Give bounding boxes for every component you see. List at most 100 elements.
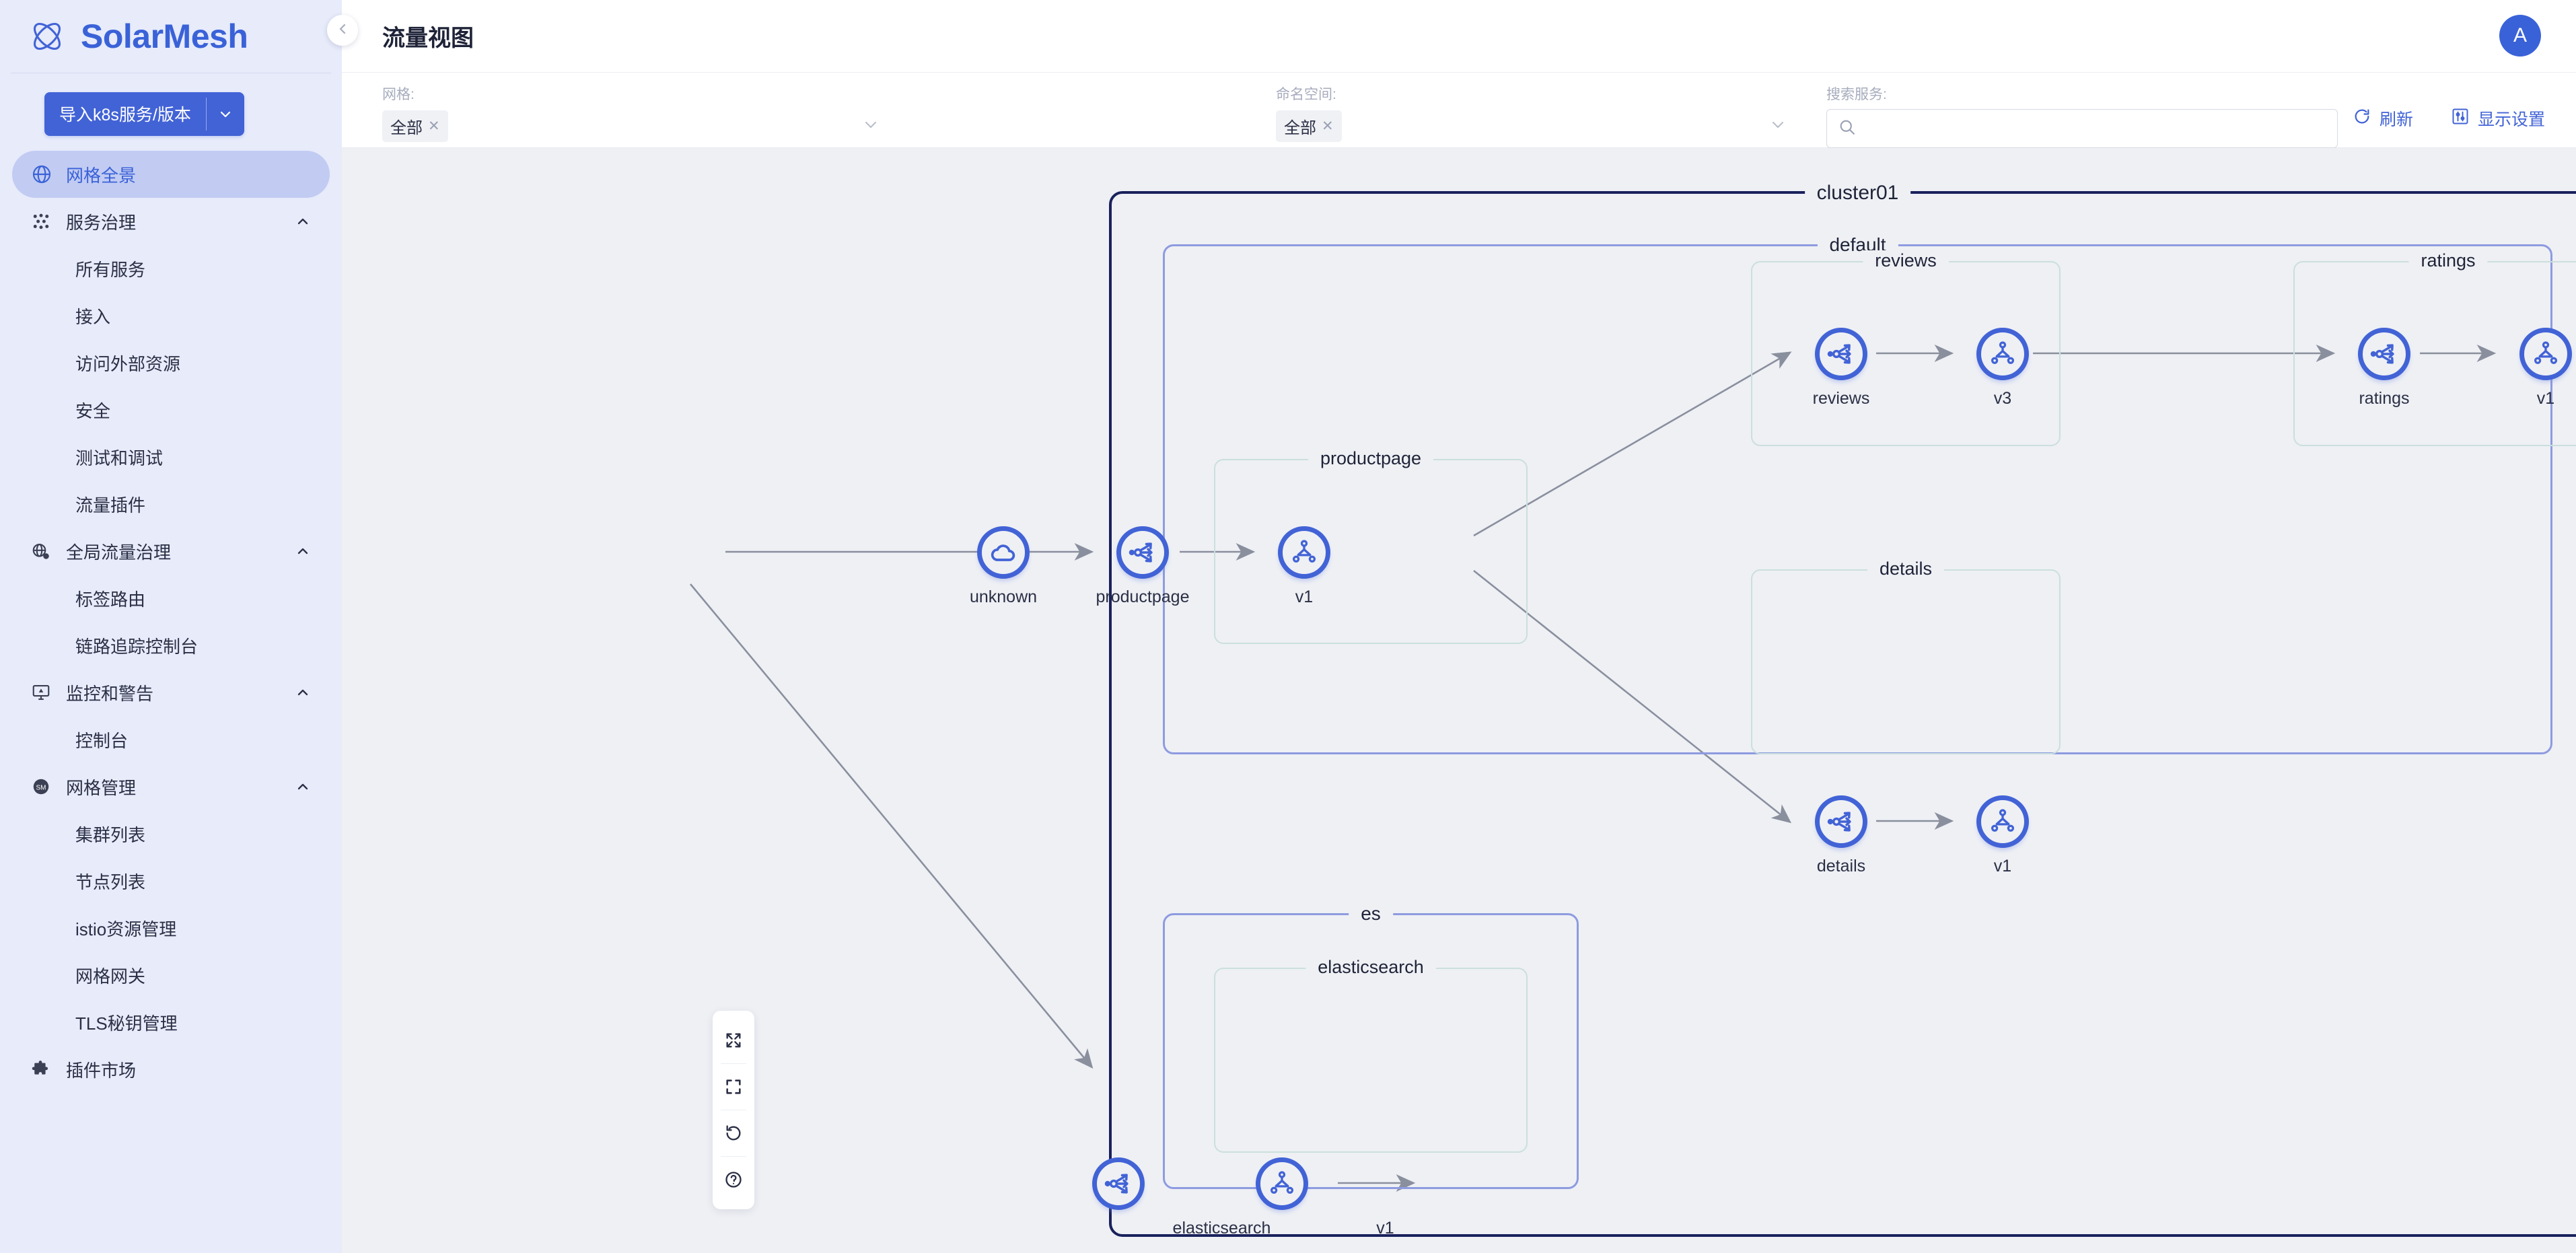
sidebar-item-external-resources[interactable]: 访问外部资源	[12, 339, 330, 386]
expand-arrows-icon[interactable]	[713, 1017, 754, 1063]
sidebar-item-all-services[interactable]: 所有服务	[12, 245, 330, 292]
service-route-icon[interactable]	[1092, 1157, 1145, 1210]
node-label: details	[1816, 857, 1866, 875]
display-settings-label: 显示设置	[2477, 110, 2545, 129]
avatar[interactable]: A	[2499, 15, 2541, 57]
sidebar-item-mesh-gateway[interactable]: 网格网关	[12, 952, 330, 999]
service-route-icon[interactable]	[1815, 795, 1867, 848]
sidebar-item-plugin-market[interactable]: 插件市场	[12, 1046, 330, 1093]
sidebar-item-test-debug[interactable]: 测试和调试	[12, 433, 330, 480]
graph-node-productpage-v1[interactable]: v1	[1254, 526, 1355, 607]
close-icon[interactable]: ✕	[1322, 118, 1334, 134]
help-icon[interactable]	[713, 1157, 754, 1203]
service-group-reviews[interactable]: reviews	[1751, 250, 2061, 446]
service-group-elasticsearch[interactable]: elasticsearch	[1214, 957, 1528, 1153]
graph-node-reviews-v3[interactable]: v3	[1952, 328, 2053, 408]
chevron-down-icon[interactable]	[1768, 115, 1787, 137]
workload-icon[interactable]	[1976, 328, 2029, 380]
sidebar-group-monitoring-alerts[interactable]: 监控和警告	[12, 669, 330, 716]
workload-icon[interactable]	[2519, 328, 2572, 380]
graph-node-elasticsearch-service[interactable]: elasticsearch	[1092, 1157, 1351, 1238]
sidebar-item-mesh-overview[interactable]: 网格全景	[12, 151, 330, 198]
graph-node-ratings-service[interactable]: ratings	[2334, 328, 2435, 408]
workload-icon[interactable]	[1976, 795, 2029, 848]
service-group-details[interactable]: details	[1751, 559, 2061, 754]
import-k8s-button[interactable]: 导入k8s服务/版本	[44, 92, 244, 136]
workload-icon[interactable]	[1278, 526, 1330, 579]
close-icon[interactable]: ✕	[428, 118, 440, 134]
toolbar-divider	[721, 1156, 746, 1157]
service-route-icon[interactable]	[1116, 526, 1169, 579]
import-button-wrap: 导入k8s服务/版本	[0, 73, 342, 151]
sidebar-item-traffic-plugins[interactable]: 流量插件	[12, 480, 330, 528]
cloud-icon[interactable]	[977, 526, 1030, 579]
chevron-up-icon[interactable]	[295, 684, 311, 701]
sidebar-item-tls-keys[interactable]: TLS秘钥管理	[12, 999, 330, 1046]
namespace-filter-select[interactable]: 全部 ✕	[1276, 108, 1787, 145]
reset-icon[interactable]	[713, 1110, 754, 1156]
namespace-filter-tag[interactable]: 全部 ✕	[1276, 110, 1342, 142]
traffic-graph-canvas[interactable]: cluster01 default es productpage reviews…	[342, 148, 2576, 1253]
sidebar-item-label: 插件市场	[66, 1060, 137, 1081]
sidebar-item-security[interactable]: 安全	[12, 386, 330, 433]
sidebar-item-console[interactable]: 控制台	[12, 716, 330, 763]
cluster-group-cluster01[interactable]: cluster01	[1109, 182, 2576, 1237]
puzzle-icon	[31, 1060, 57, 1079]
workload-icon[interactable]	[1256, 1157, 1308, 1210]
atom-logo-icon	[28, 17, 66, 55]
graph-node-ratings-v1[interactable]: v1	[2495, 328, 2576, 408]
fit-screen-icon[interactable]	[713, 1064, 754, 1110]
graph-node-details-v1[interactable]: v1	[1952, 795, 2053, 876]
sidebar-group-global-traffic[interactable]: 全局流量治理	[12, 528, 330, 575]
sidebar-item-node-list[interactable]: 节点列表	[12, 857, 330, 904]
namespace-filter-label: 命名空间:	[1276, 87, 1336, 102]
sidebar-item-cluster-list[interactable]: 集群列表	[12, 810, 330, 857]
service-group-productpage[interactable]: productpage	[1214, 448, 1528, 644]
namespace-label: es	[1349, 903, 1393, 925]
mesh-filter-label: 网格:	[382, 87, 415, 102]
import-button-separator	[205, 98, 207, 131]
service-label: productpage	[1308, 448, 1434, 469]
node-label: elasticsearch	[1172, 1219, 1271, 1238]
graph-node-unknown[interactable]: unknown	[953, 526, 1054, 607]
service-route-icon[interactable]	[1815, 328, 1867, 380]
chevron-down-icon[interactable]	[861, 115, 880, 137]
sidebar-item-istio-resources[interactable]: istio资源管理	[12, 904, 330, 952]
chevron-up-icon[interactable]	[295, 779, 311, 795]
sidebar-sub-label: 所有服务	[75, 259, 146, 280]
service-route-icon[interactable]	[2358, 328, 2410, 380]
sidebar-sub-label: 安全	[75, 400, 111, 421]
chevron-up-icon[interactable]	[295, 543, 311, 559]
sidebar-item-tracing-console[interactable]: 链路追踪控制台	[12, 622, 330, 669]
display-settings-button[interactable]: 显示设置	[2451, 106, 2545, 131]
graph-node-elasticsearch-v1[interactable]: v1	[1256, 1157, 1515, 1238]
sidebar-item-label-routing[interactable]: 标签路由	[12, 575, 330, 622]
brand[interactable]: SolarMesh	[0, 0, 342, 73]
sidebar-group-mesh-management[interactable]: SM 网格管理	[12, 763, 330, 810]
chevron-up-icon[interactable]	[295, 213, 311, 229]
refresh-label: 刷新	[2379, 110, 2413, 129]
graph-node-productpage-service[interactable]: productpage	[1092, 526, 1193, 607]
sidebar-sub-label: 集群列表	[75, 824, 146, 845]
graph-node-reviews-service[interactable]: reviews	[1791, 328, 1892, 408]
sidebar-group-service-governance[interactable]: 服务治理	[12, 198, 330, 245]
service-search-box[interactable]	[1826, 109, 2338, 148]
sidebar-sub-label: istio资源管理	[75, 919, 177, 939]
namespace-group-es[interactable]: es	[1163, 903, 1579, 1189]
sidebar-group-label: 全局流量治理	[66, 542, 172, 563]
search-input[interactable]	[1863, 119, 2326, 138]
service-label: elasticsearch	[1305, 957, 1436, 978]
mesh-filter-select[interactable]: 全部 ✕	[382, 108, 880, 145]
sidebar-nav: 网格全景 服务治理 所有服务 接入 访问外部资源 安全 测试和调试 流量插件	[0, 151, 342, 1093]
mesh-filter-tag[interactable]: 全部 ✕	[382, 110, 448, 142]
service-group-ratings[interactable]: ratings	[2293, 250, 2576, 446]
main-content: 流量视图 A 网格: 全部 ✕ 命名空间:	[327, 0, 2576, 1253]
sidebar-item-ingress[interactable]: 接入	[12, 292, 330, 339]
refresh-button[interactable]: 刷新	[2353, 106, 2413, 131]
graph-node-details-service[interactable]: details	[1791, 795, 1892, 876]
sidebar-collapse-button[interactable]	[327, 15, 358, 46]
sidebar: SolarMesh 导入k8s服务/版本 网格全景	[0, 0, 342, 1253]
chevron-down-icon[interactable]	[207, 92, 244, 136]
filter-bar-actions: 刷新 显示设置	[2353, 106, 2545, 131]
chevron-left-icon	[334, 21, 351, 40]
